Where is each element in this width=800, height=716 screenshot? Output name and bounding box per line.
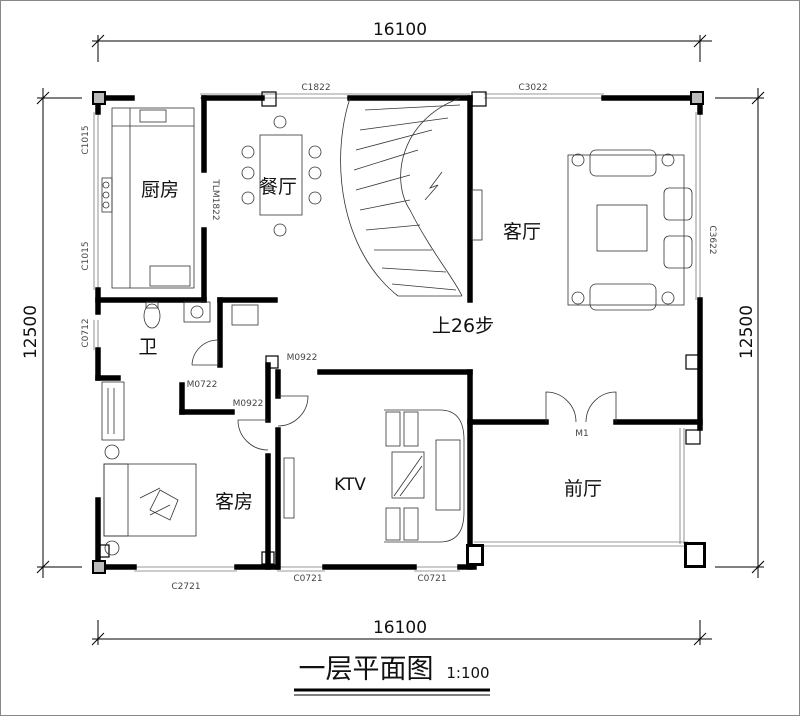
- foyer-label: 前厅: [564, 478, 602, 500]
- columns: [92, 91, 706, 574]
- window-code-c3022: C3022: [518, 83, 547, 93]
- living-label: 客厅: [503, 221, 541, 243]
- door-code-m0922-guest: M0922: [233, 399, 264, 409]
- kitchen-label: 厨房: [141, 179, 179, 201]
- doors: [191, 339, 617, 451]
- ktv-furniture: [283, 409, 465, 543]
- spiral-stair: [340, 97, 483, 297]
- window-code-c1015-upper: C1015: [81, 125, 91, 154]
- living-furniture: [567, 149, 693, 311]
- door-code-tlm1822: TLM1822: [210, 178, 220, 220]
- window-code-c2721: C2721: [171, 582, 200, 592]
- window-code-c0721-left: C0721: [293, 574, 322, 584]
- bathroom-fixtures: [143, 301, 259, 329]
- bathroom-label: 卫: [138, 336, 157, 358]
- guest-room-label: 客房: [215, 491, 253, 513]
- window-code-c1822: C1822: [301, 83, 330, 93]
- window-code-c1015-lower: C1015: [81, 241, 91, 270]
- window-code-c0721-right: C0721: [417, 574, 446, 584]
- stairs-label: 上26步: [432, 315, 494, 337]
- door-code-m0722: M0722: [187, 380, 218, 390]
- ktv-label: KTV: [334, 475, 366, 495]
- dining-label: 餐厅: [259, 176, 297, 198]
- door-code-m1: M1: [575, 429, 589, 439]
- bottom-dimension: 16100: [373, 618, 427, 638]
- left-dimension: 12500: [21, 305, 41, 359]
- top-dimension: 16100: [373, 20, 427, 40]
- walls: [95, 95, 703, 570]
- window-code-c0712: C0712: [81, 318, 91, 347]
- door-code-m0922-ktv: M0922: [287, 353, 318, 363]
- guest-room-furniture: [101, 381, 197, 556]
- drawing-scale: 1:100: [446, 664, 489, 682]
- dining-table: [241, 115, 322, 237]
- right-dimension: 12500: [737, 305, 757, 359]
- kitchen-fixtures: [101, 107, 195, 289]
- drawing-title: 一层平面图: [299, 654, 434, 685]
- dimension-lines: [36, 34, 765, 646]
- window-lines: [93, 93, 701, 572]
- window-code-c3622: C3622: [707, 225, 717, 254]
